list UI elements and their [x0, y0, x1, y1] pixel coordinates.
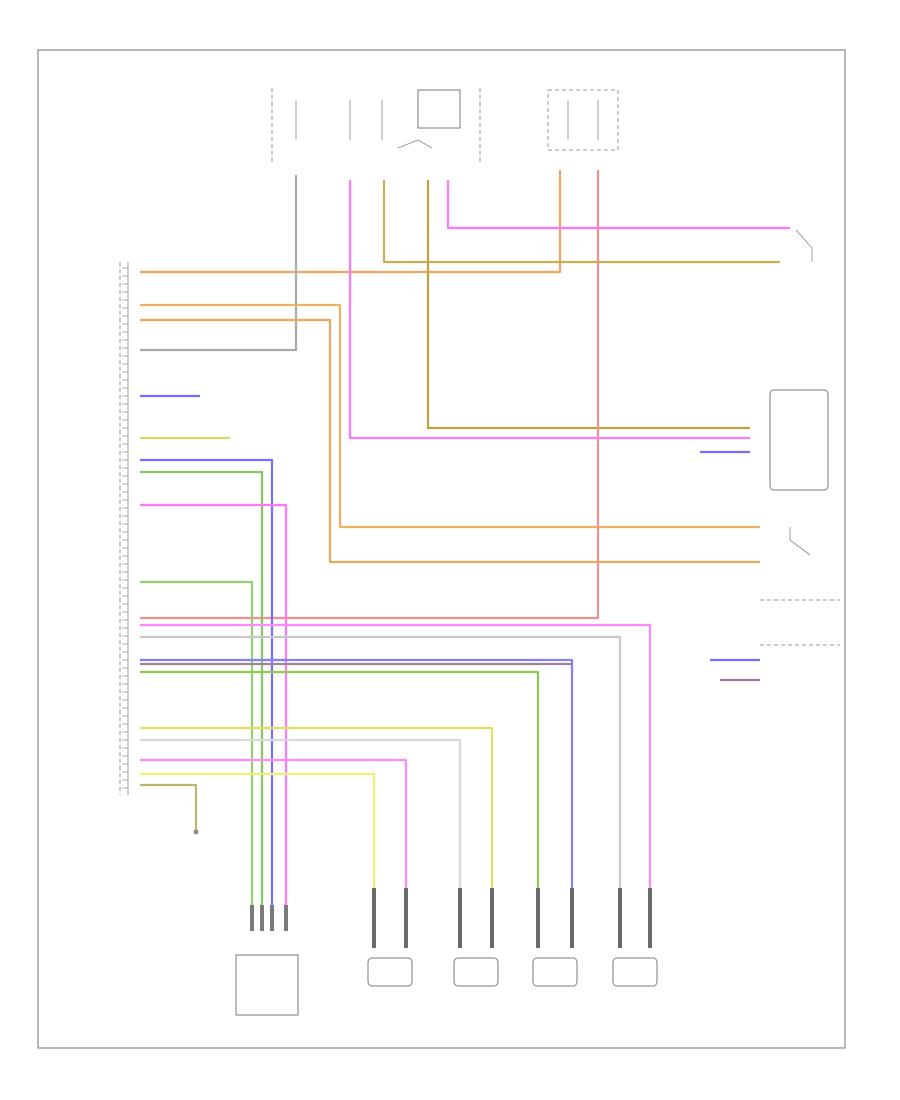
wire-pink-switch — [446, 180, 790, 230]
relay-box — [417, 89, 461, 129]
wire-yellow-s1 — [140, 772, 376, 890]
diagram-frame — [37, 49, 846, 1049]
sensor-body — [612, 957, 658, 987]
wire-harness — [140, 170, 790, 910]
wheel-speed-sensor — [453, 888, 499, 987]
wire-blue-s3 — [140, 658, 574, 890]
top-power-distribution — [271, 88, 619, 165]
sensor-terminal — [490, 888, 494, 948]
sensor-body — [453, 957, 499, 987]
wire-tan-1 — [140, 303, 760, 529]
wire-pink-left — [140, 503, 288, 910]
wire-olive-top — [382, 180, 780, 264]
switch-module-right — [769, 389, 829, 491]
sensor-terminal — [372, 888, 376, 948]
wire-yellow-s2 — [140, 726, 494, 890]
pedal-switch — [789, 527, 811, 556]
bottom-module-box — [235, 954, 299, 1016]
bottom-module — [235, 905, 299, 1016]
wheel-speed-sensor — [367, 888, 413, 987]
wire-gray-s4 — [140, 635, 622, 890]
sensor-body — [367, 957, 413, 987]
wire-olive-gnd — [140, 783, 198, 830]
sensor-body — [532, 957, 578, 987]
connector-terminal — [250, 905, 254, 931]
sensor-terminal — [648, 888, 652, 948]
connector-terminal — [270, 905, 274, 931]
wire-green-left — [140, 470, 264, 910]
fuse-box-right — [547, 89, 619, 151]
wire-olive-long — [426, 180, 750, 430]
wire-lightgray-s2 — [140, 738, 462, 890]
connector-terminal — [260, 905, 264, 931]
sensor-terminal — [458, 888, 462, 948]
wire-pink-s4 — [140, 623, 652, 890]
sensor-group — [367, 888, 658, 987]
left-module-pin-ticks — [122, 267, 128, 789]
wire-gray-ign — [140, 175, 298, 352]
sensor-terminal — [618, 888, 622, 948]
wire-salmon — [140, 170, 600, 620]
right-side-components — [700, 229, 840, 682]
sensor-terminal — [536, 888, 540, 948]
ground-symbol — [193, 829, 199, 835]
wire-green-2 — [140, 580, 254, 910]
wire-pink-s1 — [140, 758, 408, 890]
wire-pink-top — [348, 180, 750, 440]
wheel-speed-sensor — [612, 888, 658, 987]
wheel-speed-sensor — [532, 888, 578, 987]
sensor-terminal — [404, 888, 408, 948]
connector-terminal — [284, 905, 288, 931]
wire-tan-2 — [140, 318, 760, 564]
wire-green-s3 — [140, 670, 540, 890]
left-module — [119, 262, 129, 795]
wire-orange-batt — [140, 170, 562, 274]
brake-switch — [795, 229, 813, 262]
sensor-terminal — [570, 888, 574, 948]
